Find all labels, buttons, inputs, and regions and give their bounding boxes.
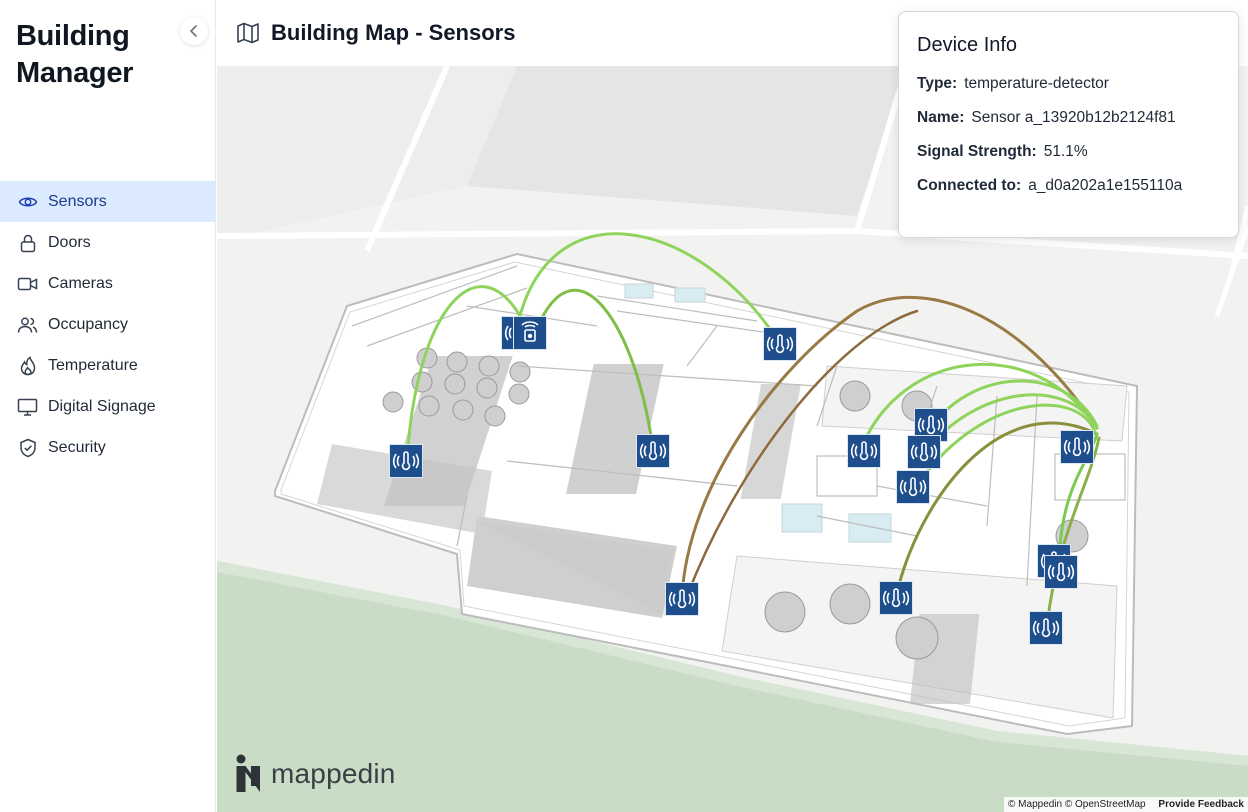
sensor-marker[interactable]	[1060, 430, 1094, 464]
device-name-label: Name:	[917, 109, 965, 126]
thermometer-signal-icon	[882, 588, 910, 608]
thermometer-signal-icon	[910, 442, 938, 462]
thermometer-signal-icon	[1047, 562, 1075, 582]
sidebar-item-temperature[interactable]: Temperature	[0, 345, 216, 386]
video-camera-icon	[17, 273, 38, 294]
thermometer-signal-icon	[1032, 618, 1060, 638]
sidebar: Building Manager Sensors Doors Cameras	[0, 0, 216, 812]
sensor-marker[interactable]	[907, 435, 941, 469]
sensor-marker[interactable]	[389, 444, 423, 478]
sidebar-item-label: Cameras	[48, 274, 113, 292]
thermometer-signal-icon	[899, 477, 927, 497]
monitor-icon	[17, 396, 38, 417]
thermometer-signal-icon	[639, 441, 667, 461]
device-info-title: Device Info	[917, 34, 1018, 56]
device-type-row: Type: temperature-detector	[917, 75, 1220, 109]
app-title-line2: Manager	[16, 57, 134, 89]
app-title-line1: Building	[16, 20, 130, 52]
thermometer-signal-icon	[1063, 437, 1091, 457]
device-info-panel: Device Info Type: temperature-detector Na…	[898, 11, 1239, 238]
device-type-value: temperature-detector	[964, 75, 1109, 92]
shield-check-icon	[17, 437, 38, 458]
users-icon	[17, 314, 38, 335]
collapse-sidebar-button[interactable]	[180, 17, 208, 45]
sidebar-item-label: Sensors	[48, 192, 107, 210]
sidebar-item-occupancy[interactable]: Occupancy	[0, 304, 216, 345]
thermometer-signal-icon	[668, 589, 696, 609]
map-attribution: © Mappedin © OpenStreetMap Provide Feedb…	[1004, 797, 1248, 812]
sensor-marker[interactable]	[1029, 611, 1063, 645]
map-icon	[236, 21, 260, 50]
access-point-icon	[521, 321, 539, 342]
mappedin-logo-text: mappedin	[271, 758, 396, 789]
sensor-marker[interactable]	[763, 327, 797, 361]
signal-strength-row: Signal Strength: 51.1%	[917, 143, 1220, 177]
lock-icon	[17, 232, 38, 253]
thermometer-signal-icon	[766, 334, 794, 354]
sidebar-item-label: Occupancy	[48, 315, 129, 333]
thermometer-signal-icon	[917, 415, 945, 435]
floor-plan[interactable]	[217, 66, 1248, 812]
provide-feedback-link[interactable]: Provide Feedback	[1158, 799, 1244, 810]
signal-strength-label: Signal Strength:	[917, 143, 1037, 160]
attribution-text[interactable]: © Mappedin © OpenStreetMap	[1008, 799, 1146, 810]
sidebar-item-label: Doors	[48, 233, 91, 251]
sensor-marker[interactable]	[879, 581, 913, 615]
device-type-label: Type:	[917, 75, 958, 92]
chevron-left-icon	[190, 25, 197, 37]
sensor-marker[interactable]	[896, 470, 930, 504]
sidebar-item-doors[interactable]: Doors	[0, 222, 216, 263]
sidebar-item-security[interactable]: Security	[0, 427, 216, 468]
mappedin-logo: mappedin	[235, 754, 396, 794]
sidebar-nav: Sensors Doors Cameras Occupancy Temperat…	[0, 181, 216, 468]
eye-icon	[17, 191, 38, 212]
connected-to-value: a_d0a202a1e155110a	[1028, 177, 1183, 194]
sidebar-item-digital-signage[interactable]: Digital Signage	[0, 386, 216, 427]
device-name-row: Name: Sensor a_13920b12b2124f81	[917, 109, 1220, 143]
sidebar-item-label: Security	[48, 438, 106, 456]
sensor-marker[interactable]	[1044, 555, 1078, 589]
device-name-value: Sensor a_13920b12b2124f81	[971, 109, 1176, 126]
sensor-marker[interactable]	[513, 316, 547, 350]
app-title: Building Manager	[16, 18, 133, 92]
thermometer-signal-icon	[392, 451, 420, 471]
sidebar-item-cameras[interactable]: Cameras	[0, 263, 216, 304]
sidebar-item-sensors[interactable]: Sensors	[0, 181, 216, 222]
page-title: Building Map - Sensors	[271, 20, 516, 45]
flame-icon	[17, 355, 38, 376]
signal-strength-value: 51.1%	[1043, 143, 1088, 160]
mappedin-logo-mark	[235, 754, 261, 794]
connected-to-label: Connected to:	[917, 177, 1022, 194]
thermometer-signal-icon	[850, 441, 878, 461]
sensor-marker[interactable]	[665, 582, 699, 616]
connected-to-row: Connected to: a_d0a202a1e155110a	[917, 177, 1220, 211]
sensor-marker[interactable]	[847, 434, 881, 468]
sidebar-item-label: Temperature	[48, 356, 138, 374]
sensor-marker[interactable]	[636, 434, 670, 468]
sidebar-item-label: Digital Signage	[48, 397, 156, 415]
